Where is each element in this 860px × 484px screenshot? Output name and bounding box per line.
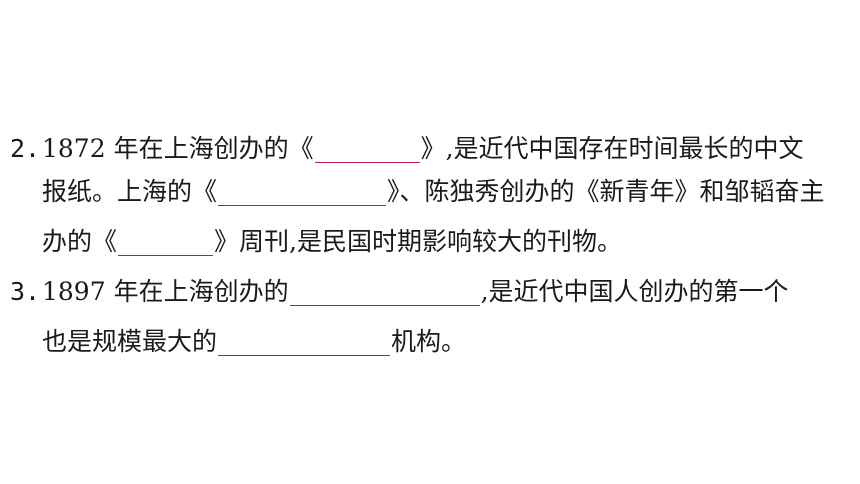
question-number: 2. bbox=[10, 134, 41, 163]
question-text: 1872 年在上海创办的《 bbox=[42, 134, 314, 163]
question-text: 》,是近代中国存在时间最长的中文 bbox=[420, 134, 804, 163]
question-text: 1897 年在上海创办的 bbox=[42, 277, 289, 306]
answer-blank[interactable] bbox=[289, 279, 480, 306]
question-text: ,是近代中国人创办的第一个 bbox=[480, 277, 789, 306]
answer-blank[interactable] bbox=[218, 179, 387, 206]
answer-blank[interactable] bbox=[218, 329, 391, 356]
question-text: 也是规模最大的 bbox=[42, 327, 218, 356]
question-text: 报纸。上海的《 bbox=[42, 177, 218, 206]
question-number: 3. bbox=[10, 277, 41, 306]
question-text: 》周刊,是民国时期影响较大的刊物。 bbox=[214, 227, 622, 256]
answer-blank[interactable] bbox=[118, 229, 214, 256]
question-text: 机构。 bbox=[391, 327, 467, 356]
question-text: 办的《 bbox=[42, 227, 118, 256]
question-text: 》、陈独秀创办的《新青年》和邹韬奋主 bbox=[387, 177, 825, 206]
answer-blank[interactable] bbox=[314, 136, 420, 163]
